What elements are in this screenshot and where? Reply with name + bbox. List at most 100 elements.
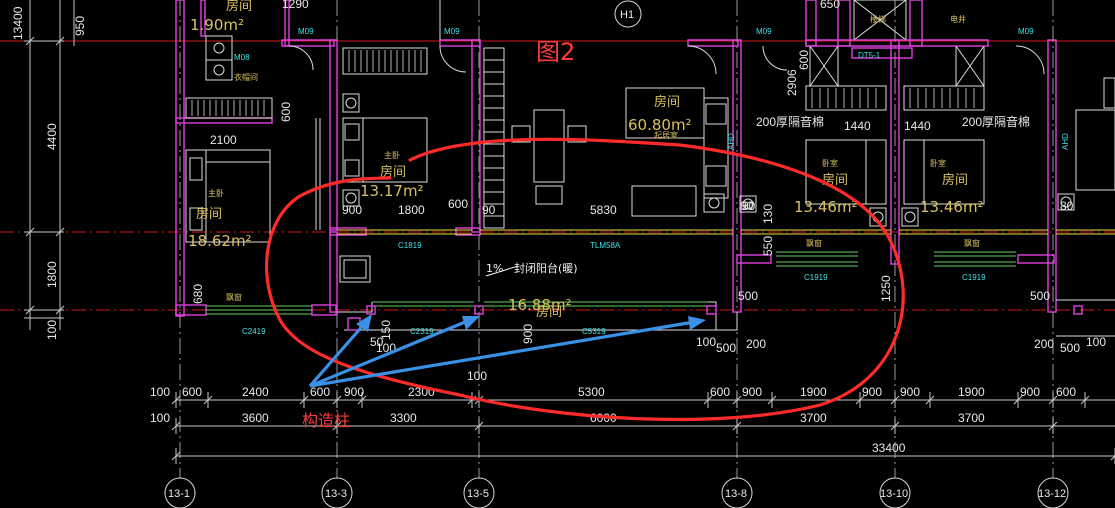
dim-500d: 500 <box>1060 341 1080 355</box>
room4-name: 房间 <box>654 94 680 110</box>
dim-90: 90 <box>482 203 496 217</box>
room4-area: 60.80m² <box>628 116 692 134</box>
label-c2419: C2419 <box>242 327 266 336</box>
room5-sub: 卧室 <box>822 158 838 168</box>
dimension-ticks <box>171 392 1115 464</box>
dim-80b: 80 <box>1060 199 1074 213</box>
axis-label-13-1: 13-1 <box>168 488 190 500</box>
dim-left-4400: 4400 <box>45 123 59 150</box>
dim-row1-9: 900 <box>862 385 882 399</box>
dim-900a: 900 <box>342 203 362 217</box>
dim-100d: 100 <box>696 335 716 349</box>
dim-row1: 600 2400 600 900 2300 5300 600 900 1900 … <box>182 385 1076 399</box>
axis-label-13-5: 13-5 <box>467 488 489 500</box>
dim-200a: 200 <box>746 337 766 351</box>
label-ahd-b: AHD <box>1061 133 1070 150</box>
room2-name: 房间 <box>380 164 406 180</box>
dimension-tick <box>1110 455 1115 461</box>
dim-row1-8: 1900 <box>800 385 827 399</box>
dim-row1-12: 900 <box>1020 385 1040 399</box>
slope-arrow <box>485 265 519 277</box>
cloakroom-label: 衣帽间 <box>234 72 258 82</box>
stair-label: 楼梯 <box>870 14 886 24</box>
bay-window-a: 飘窗 <box>226 292 242 302</box>
dim-left-100: 100 <box>45 320 59 340</box>
dim-row2-lead: 100 <box>150 411 170 425</box>
room2-sub: 主卧 <box>384 150 400 160</box>
figure-label: 图2 <box>536 38 575 66</box>
dim-500b: 500 <box>738 289 758 303</box>
dim-row1-0: 600 <box>182 385 202 399</box>
dim-680: 680 <box>191 284 205 304</box>
axis-label-13-12: 13-12 <box>1038 488 1066 500</box>
dim-600b: 600 <box>279 102 293 122</box>
room6-sub: 卧室 <box>930 158 946 168</box>
label-m09-b: M09 <box>444 27 460 36</box>
room3-name: 房间 <box>536 304 562 320</box>
label-c5319: C5319 <box>582 327 606 336</box>
room7-area: 1.90m² <box>190 16 244 34</box>
room3-area: 16.88m² <box>508 296 572 314</box>
hatching <box>191 50 975 116</box>
room6-name: 房间 <box>942 172 968 188</box>
bay-window-b: 飘窗 <box>806 238 822 248</box>
label-m09-c: M09 <box>756 27 772 36</box>
dim-1800a: 1800 <box>398 203 425 217</box>
dim-2906: 2906 <box>785 69 799 96</box>
dim-1440a: 1440 <box>844 119 871 133</box>
soundproof-a: 200厚隔音棉 <box>756 114 824 129</box>
column-annotation: 构造柱 <box>302 411 350 430</box>
dim-left-950: 950 <box>73 16 87 36</box>
axis-label-13-10: 13-10 <box>880 488 908 500</box>
room1-sub: 主卧 <box>208 188 224 198</box>
dim-130: 130 <box>761 204 775 224</box>
dim-row3-total: 33400 <box>872 441 906 455</box>
room8-name: 房间 <box>226 0 252 14</box>
label-c2319: C2319 <box>410 327 434 336</box>
bay-window-c: 飘窗 <box>964 238 980 248</box>
blue-arrows <box>308 314 706 388</box>
red-guide-lines <box>0 40 1115 311</box>
label-ahd-a: AHD <box>727 133 736 150</box>
dim-row1-5: 5300 <box>578 385 605 399</box>
room5-name: 房间 <box>822 172 848 188</box>
label-c1919-a: C1919 <box>804 273 828 282</box>
dim-650: 650 <box>820 0 840 11</box>
room2-area: 13.17m² <box>360 182 424 200</box>
label-c1819: C1819 <box>398 241 422 250</box>
room5-area: 13.46m² <box>794 198 858 216</box>
dim-left-1800: 1800 <box>45 261 59 288</box>
axis-lines <box>179 0 1054 478</box>
furniture-and-fixtures <box>185 0 1115 283</box>
dim-1290: 1290 <box>282 0 309 11</box>
dim-row2-1: 3300 <box>390 411 417 425</box>
dim-500a: 500 <box>716 341 736 355</box>
elevator-core <box>805 0 989 59</box>
dim-600c: 600 <box>797 50 811 70</box>
door-swings <box>288 45 1045 75</box>
dim-bottom-mid: 100 <box>467 369 487 383</box>
balcony-outline <box>337 299 1115 337</box>
dim-row1-3: 900 <box>344 385 364 399</box>
pipe-shaft-label: 电井 <box>950 14 966 24</box>
dim-100e: 100 <box>1086 335 1106 349</box>
dim-row1-lead: 100 <box>150 385 170 399</box>
dim-left-13400: 13400 <box>11 6 25 40</box>
label-m09-d: M09 <box>1018 27 1034 36</box>
dim-600a: 600 <box>448 197 468 211</box>
dim-row1-10: 900 <box>900 385 920 399</box>
dim-200b: 200 <box>1034 337 1054 351</box>
axis-bubble-h1: H1 <box>620 9 634 21</box>
dim-row2-3: 3700 <box>800 411 827 425</box>
soundproof-b: 200厚隔音棉 <box>962 114 1030 129</box>
dim-row1-11: 1900 <box>958 385 985 399</box>
label-dt: DT5-1 <box>858 51 881 60</box>
label-c1919-b: C1919 <box>962 273 986 282</box>
room4-sub: 起居室 <box>654 130 678 140</box>
dim-row1-13: 600 <box>1056 385 1076 399</box>
room6-area: 13.46m² <box>920 198 984 216</box>
dim-1440b: 1440 <box>904 119 931 133</box>
dim-2100: 2100 <box>210 133 237 147</box>
